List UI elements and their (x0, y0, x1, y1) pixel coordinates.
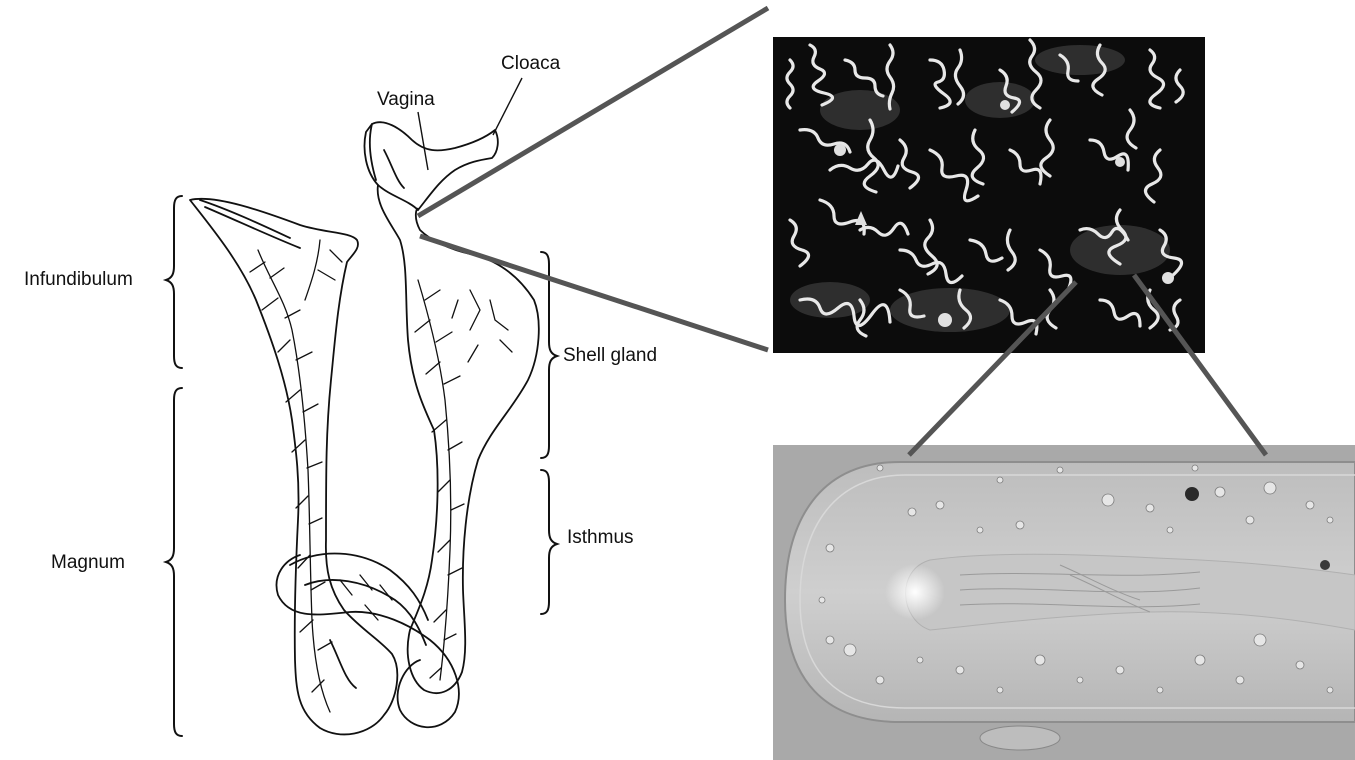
isthmus-label: Isthmus (567, 527, 634, 548)
connector-lines (418, 8, 768, 350)
shell-gland-outline (378, 185, 539, 693)
vagina-leader (418, 112, 428, 170)
vagina-outline (365, 122, 498, 210)
cloaca-leader (493, 78, 522, 135)
shell-gland-brace (541, 252, 557, 458)
infundibulum-outline (190, 199, 397, 735)
magnum-label: Magnum (51, 552, 125, 573)
infundibulum-label: Infundibulum (24, 269, 133, 290)
oviduct-drawing (190, 122, 539, 734)
magnum-coil (277, 555, 459, 727)
braces (166, 196, 557, 736)
connector-upper (418, 8, 768, 216)
shell-gland-label: Shell gland (563, 345, 657, 366)
isthmus-brace (541, 470, 557, 614)
vagina-label: Vagina (377, 89, 435, 110)
darkfield-micrograph (773, 37, 1205, 353)
vessels-right (340, 280, 512, 680)
dic-micrograph (773, 445, 1355, 760)
magnum-brace (166, 388, 182, 736)
infundibulum-brace (166, 196, 182, 368)
cloaca-label: Cloaca (501, 53, 561, 74)
vessels-left (250, 240, 342, 712)
